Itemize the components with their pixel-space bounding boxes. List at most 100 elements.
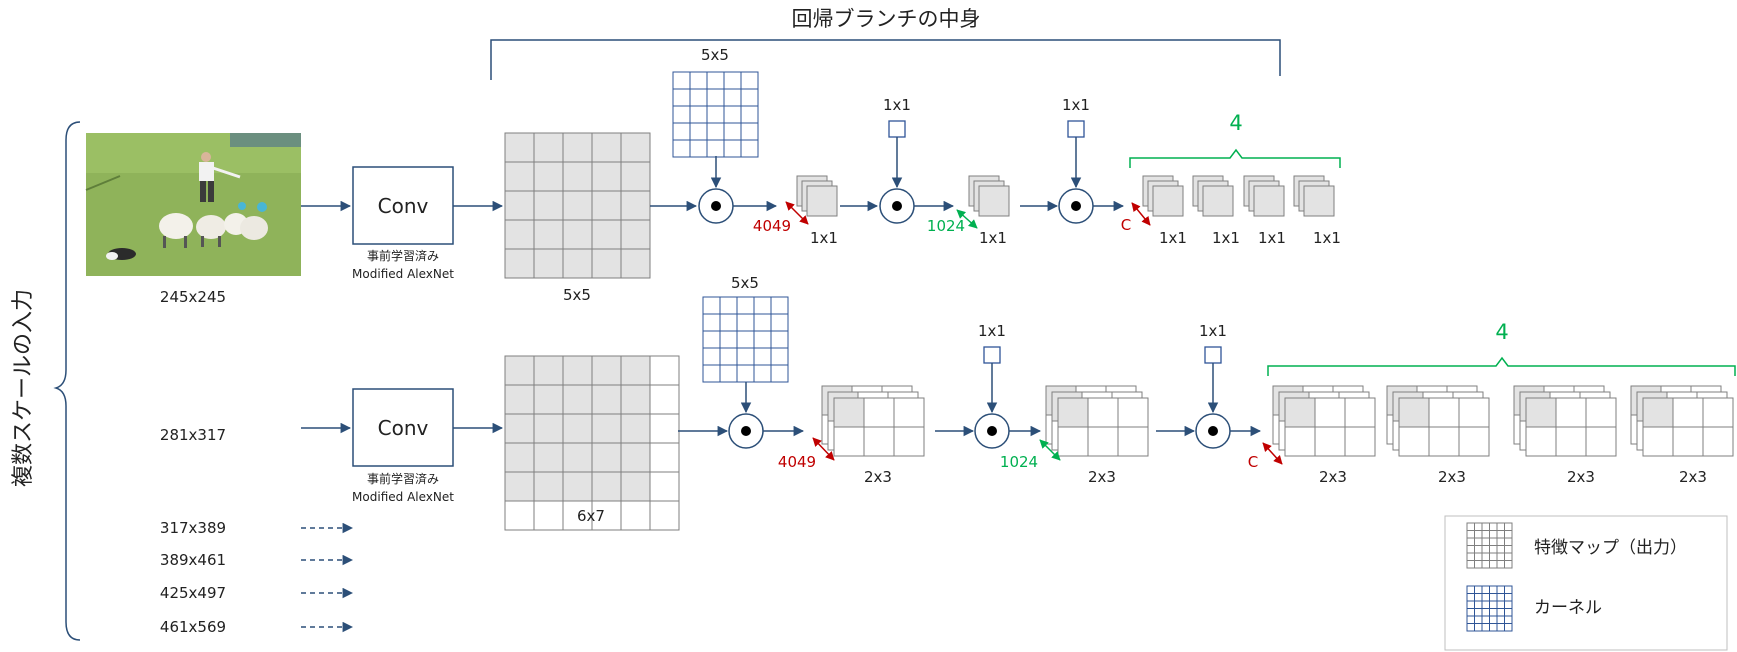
grid-cell — [1474, 560, 1483, 569]
grid-cell — [753, 313, 772, 332]
grid-cell — [591, 471, 622, 502]
row1-conv-sub2: Modified AlexNet — [352, 267, 454, 281]
grid-cell — [504, 384, 535, 415]
grid-cell — [504, 442, 535, 473]
grid-cell — [1458, 426, 1490, 457]
grid-cell — [740, 105, 759, 124]
grid-cell — [740, 139, 759, 158]
grid-cell — [562, 219, 593, 250]
grid-cell — [1481, 615, 1490, 624]
grid-cell — [1489, 530, 1498, 539]
grid-cell — [533, 161, 564, 192]
grid-cell — [1202, 185, 1234, 217]
grid-cell — [1702, 426, 1734, 457]
stack-layer — [833, 397, 925, 457]
grid-cell — [533, 500, 564, 531]
row2-channels-2: 1024 — [1000, 453, 1038, 471]
row2-kernel3-label: 1x1 — [1199, 322, 1227, 340]
grid-cell — [1496, 537, 1505, 546]
grid-cell — [706, 122, 725, 141]
grid-cell — [719, 330, 738, 349]
grid-cell — [620, 132, 651, 163]
row2-out1-label: 2x3 — [864, 468, 892, 486]
grid-cell — [1642, 426, 1674, 457]
grid-cell — [1504, 552, 1513, 561]
grid-cell — [1466, 593, 1475, 602]
grid-cell — [1481, 600, 1490, 609]
grid-cell — [1284, 397, 1316, 428]
grid-cell — [702, 347, 721, 366]
grid-cell — [620, 384, 651, 415]
grid-cell — [706, 105, 725, 124]
grid-cell — [706, 139, 725, 158]
row2-out3-label-4: 2x3 — [1679, 468, 1707, 486]
grid-cell — [1057, 426, 1089, 457]
grid-cell — [1642, 397, 1674, 428]
grid-cell — [620, 190, 651, 221]
grid-cell — [863, 426, 895, 457]
stack-layer — [1253, 185, 1285, 217]
legend-fmap-grid — [1466, 522, 1513, 569]
side-label: 複数スケールの入力 — [11, 289, 36, 487]
grid-cell — [736, 330, 755, 349]
grid-cell — [649, 471, 680, 502]
row2-kernel2-label: 1x1 — [978, 322, 1006, 340]
grid-cell — [1474, 545, 1483, 554]
grid-cell — [672, 88, 691, 107]
grid-cell — [562, 384, 593, 415]
grid-cell — [1481, 545, 1490, 554]
grid-cell — [1504, 522, 1513, 531]
grid-cell — [1496, 593, 1505, 602]
grid-cell — [740, 122, 759, 141]
kernel-grid — [702, 296, 789, 383]
grid-cell — [562, 413, 593, 444]
grid-cell — [649, 355, 680, 386]
grid-cell — [1489, 623, 1498, 632]
grid-cell — [1672, 426, 1704, 457]
grid-cell — [1525, 397, 1557, 428]
grid-cell — [562, 248, 593, 279]
grid-cell — [1344, 426, 1376, 457]
row1-kernel1-label: 5x5 — [701, 46, 729, 64]
out3-stack-3 — [1243, 175, 1285, 217]
grid-cell — [736, 347, 755, 366]
grid-cell — [806, 185, 838, 217]
grid-cell — [1466, 545, 1475, 554]
grid-cell — [1481, 537, 1490, 546]
stack-layer — [806, 185, 838, 217]
row1-group-brace — [1129, 148, 1341, 168]
grid-cell — [1504, 530, 1513, 539]
stack-layer — [1202, 185, 1234, 217]
grid-cell — [562, 471, 593, 502]
grid-cell — [1496, 608, 1505, 617]
grid-cell — [1087, 426, 1119, 457]
grid-cell — [689, 88, 708, 107]
grid-cell — [702, 296, 721, 315]
row1-out3-label-2: 1x1 — [1212, 229, 1240, 247]
legend-kernel-icon — [1466, 585, 1513, 632]
grid-cell — [702, 313, 721, 332]
grid-cell — [504, 248, 535, 279]
grid-cell — [1428, 426, 1460, 457]
grid-cell — [1672, 397, 1704, 428]
row1-out3-label-1: 1x1 — [1159, 229, 1187, 247]
grid-cell — [740, 71, 759, 90]
grid-cell — [591, 190, 622, 221]
scale-label-2: 389x461 — [160, 551, 226, 569]
grid-cell — [620, 471, 651, 502]
grid-cell — [533, 442, 564, 473]
grid-cell — [1555, 397, 1587, 428]
grid-cell — [1504, 615, 1513, 624]
grid-cell — [504, 132, 535, 163]
grid-cell — [753, 364, 772, 383]
grid-cell — [723, 139, 742, 158]
grid-cell — [591, 248, 622, 279]
stack-layer — [1152, 185, 1184, 217]
grid-cell — [1496, 615, 1505, 624]
grid-cell — [504, 190, 535, 221]
row1-kernel-1x1-b — [1067, 120, 1085, 138]
grid-cell — [591, 219, 622, 250]
out3-stack-1 — [1142, 175, 1184, 217]
grid-cell — [672, 105, 691, 124]
scale-label-4: 461x569 — [160, 618, 226, 636]
